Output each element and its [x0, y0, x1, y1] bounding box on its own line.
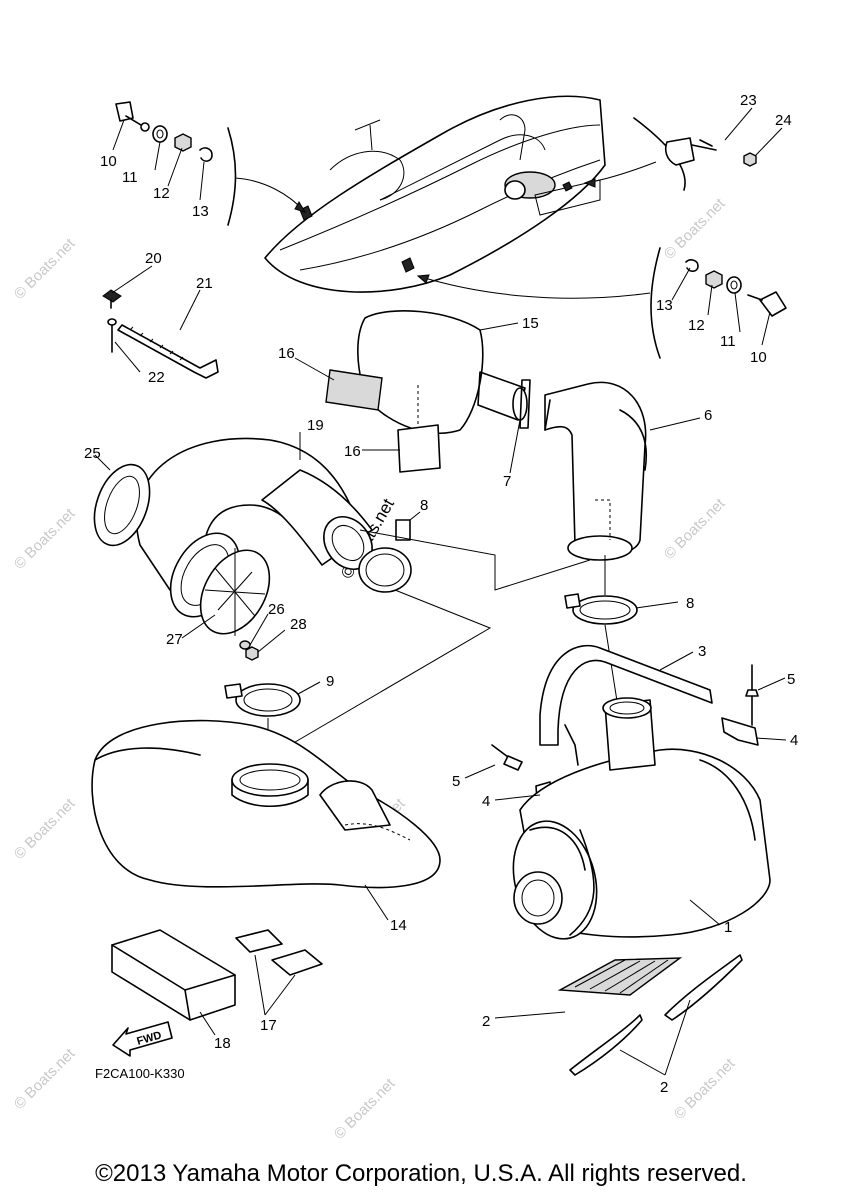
callout-13: 13 [192, 203, 209, 220]
watermark: © Boats.net [671, 1055, 739, 1123]
callout-25: 25 [84, 445, 101, 462]
callout-2: 2 [660, 1079, 668, 1096]
callout-4: 4 [482, 793, 490, 810]
watermark: © Boats.net [11, 505, 79, 573]
upper-left-group [115, 101, 307, 226]
callout-24: 24 [775, 112, 792, 129]
callout-8: 8 [686, 595, 694, 612]
callout-12: 12 [688, 317, 705, 334]
bent-hose [544, 381, 647, 561]
water-tray [91, 719, 441, 889]
foam-blocks [111, 929, 323, 1021]
callout-numbers: 10 11 12 13 23 24 13 12 11 10 20 21 22 1… [84, 92, 798, 1096]
parts-diagram: © Boats.net © Boats.net © Boats.net © Bo… [11, 92, 799, 1140]
lower-right-group [416, 247, 787, 359]
watercraft-illustration [264, 95, 606, 293]
callout-20: 20 [145, 250, 162, 267]
bracket-group-23-24 [583, 117, 757, 191]
rubber-pads [557, 954, 743, 1076]
callout-12: 12 [153, 185, 170, 202]
callout-3: 3 [698, 643, 706, 660]
watermark: © Boats.net [331, 1075, 399, 1140]
watermark: © Boats.net [661, 195, 729, 263]
drawing-code: F2CA100-K330 [95, 1066, 185, 1081]
callout-19: 19 [307, 417, 324, 434]
callout-14: 14 [390, 917, 407, 934]
watermark: © Boats.net [11, 235, 79, 303]
callout-10: 10 [750, 349, 767, 366]
callout-10: 10 [100, 153, 117, 170]
callout-4: 4 [790, 732, 798, 749]
copyright-notice: ©2013 Yamaha Motor Corporation, U.S.A. A… [95, 1160, 747, 1187]
callout-23: 23 [740, 92, 757, 109]
callout-17: 17 [260, 1017, 277, 1034]
callout-5: 5 [787, 671, 795, 688]
callout-27: 27 [166, 631, 183, 648]
callout-28: 28 [290, 616, 307, 633]
callout-16: 16 [278, 345, 295, 362]
callout-13: 13 [656, 297, 673, 314]
callout-7: 7 [503, 473, 511, 490]
callout-1: 1 [724, 919, 732, 936]
callout-26: 26 [268, 601, 285, 618]
forward-arrow: FWD [112, 1021, 173, 1057]
callout-2: 2 [482, 1013, 490, 1030]
callout-11: 11 [720, 333, 736, 350]
callout-18: 18 [214, 1035, 231, 1052]
intake-box-group [325, 310, 531, 473]
callout-22: 22 [148, 369, 165, 386]
callout-15: 15 [522, 315, 539, 332]
callout-21: 21 [196, 275, 213, 292]
flange-group [93, 463, 271, 661]
callout-11: 11 [122, 169, 138, 186]
muffler-canister [512, 697, 771, 940]
callout-leaders [94, 107, 787, 1076]
hose-clamps [224, 519, 638, 717]
callout-5: 5 [452, 773, 460, 790]
clip-band-group [102, 289, 219, 379]
watermark: © Boats.net [11, 795, 79, 863]
callout-6: 6 [704, 407, 712, 424]
watermark: © Boats.net [11, 1045, 79, 1113]
watermark: © Boats.net [661, 495, 729, 563]
callout-9: 9 [326, 673, 334, 690]
callout-16: 16 [344, 443, 361, 460]
callout-8: 8 [420, 497, 428, 514]
